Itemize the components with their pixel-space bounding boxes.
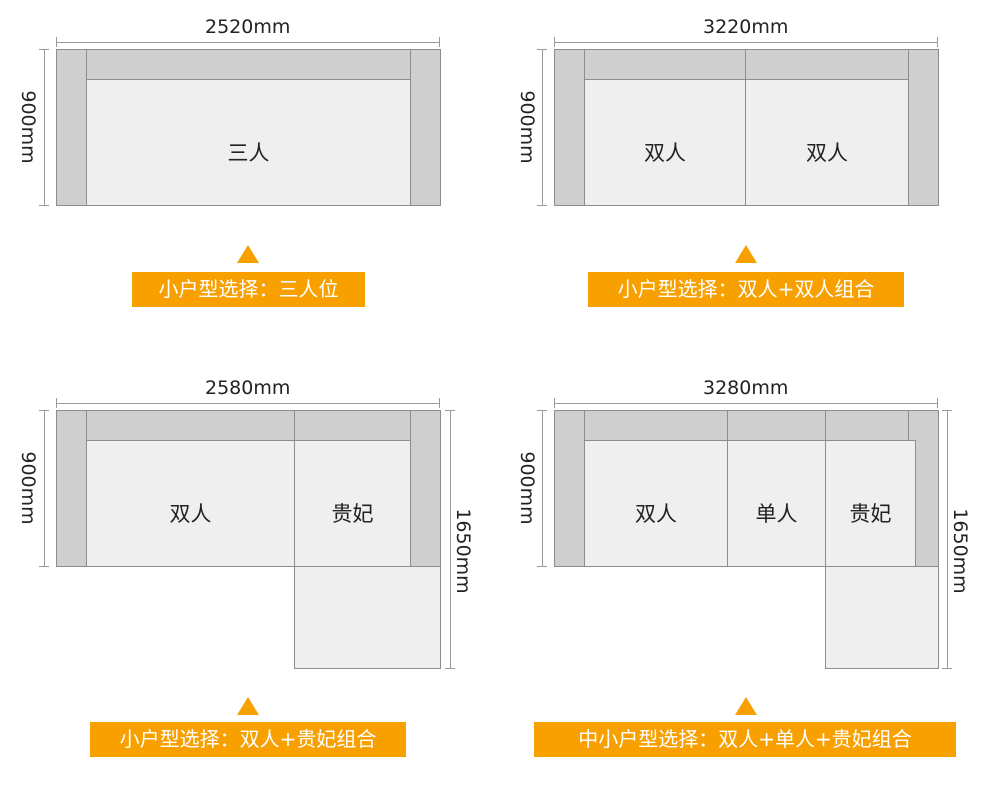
width-dimension-line: [56, 42, 440, 43]
dimension-tick: [445, 410, 455, 411]
dimension-tick: [39, 205, 49, 206]
option-caption: 小户型选择：双人+贵妃组合: [90, 722, 406, 757]
width-dimension-label: 3280mm: [703, 377, 789, 399]
dimension-tick: [537, 205, 547, 206]
width-dimension-line: [554, 403, 938, 404]
pointer-triangle-icon: [237, 245, 259, 263]
depth-dimension-label: 900mm: [516, 451, 538, 525]
dimension-tick: [439, 398, 440, 408]
seat-module-double: 双人: [86, 440, 295, 567]
sofa-left-arm: [56, 49, 87, 206]
width-dimension-label: 3220mm: [703, 16, 789, 38]
depth-dimension-label: 900mm: [516, 90, 538, 164]
seat-module-double: 双人: [584, 440, 728, 567]
seat-module-single: 单人: [727, 440, 826, 567]
dimension-tick: [39, 49, 49, 50]
chaise-extension: [825, 566, 939, 669]
option-caption: 中小户型选择：双人+单人+贵妃组合: [534, 722, 956, 757]
dimension-tick: [439, 37, 440, 47]
length-dimension-line: [947, 410, 948, 669]
sofa-backrest: [745, 49, 909, 80]
depth-dimension-line: [44, 410, 45, 567]
seat-module-double: 双人: [745, 79, 909, 206]
sofa-right-arm: [410, 410, 441, 567]
seat-label: 双人: [169, 502, 212, 526]
seat-module-three: 三人: [86, 79, 411, 206]
dimension-tick: [537, 566, 547, 567]
sofa-backrest: [584, 410, 728, 441]
width-dimension-label: 2520mm: [205, 16, 291, 38]
seat-module-chaise: 贵妃: [825, 440, 916, 567]
sofa-right-arm: [908, 49, 939, 206]
pointer-triangle-icon: [237, 697, 259, 715]
length-dimension-label: 1650mm: [452, 508, 474, 594]
sofa-left-arm: [56, 410, 87, 567]
dimension-tick: [537, 49, 547, 50]
seat-label: 单人: [755, 502, 798, 526]
depth-dimension-line: [542, 49, 543, 206]
dimension-tick: [56, 37, 57, 47]
width-dimension-line: [554, 42, 938, 43]
seat-label: 贵妃: [331, 502, 374, 526]
width-dimension-line: [56, 403, 440, 404]
length-dimension-line: [450, 410, 451, 669]
width-dimension-label: 2580mm: [205, 377, 291, 399]
seat-label: 三人: [227, 141, 270, 165]
seat-label: 贵妃: [849, 502, 892, 526]
option-caption: 小户型选择：三人位: [132, 272, 365, 307]
sofa-backrest: [294, 410, 411, 441]
seat-module-chaise: 贵妃: [294, 440, 411, 567]
dimension-tick: [445, 668, 455, 669]
dimension-tick: [537, 410, 547, 411]
option-caption: 小户型选择：双人+双人组合: [588, 272, 904, 307]
dimension-tick: [942, 410, 952, 411]
pointer-triangle-icon: [735, 245, 757, 263]
sofa-left-arm: [554, 410, 585, 567]
sofa-backrest: [825, 410, 909, 441]
dimension-tick: [39, 410, 49, 411]
dimension-tick: [39, 566, 49, 567]
dimension-tick: [937, 37, 938, 47]
depth-dimension-line: [44, 49, 45, 206]
dimension-tick: [554, 37, 555, 47]
pointer-triangle-icon: [735, 697, 757, 715]
dimension-tick: [942, 668, 952, 669]
sofa-left-arm: [554, 49, 585, 206]
sofa-right-arm: [410, 49, 441, 206]
depth-dimension-label: 900mm: [17, 451, 39, 525]
depth-dimension-label: 900mm: [17, 90, 39, 164]
seat-label: 双人: [635, 502, 677, 526]
sofa-backrest: [727, 410, 826, 441]
sofa-backrest: [584, 49, 746, 80]
dimension-tick: [554, 398, 555, 408]
seat-label: 双人: [644, 141, 686, 165]
dimension-tick: [56, 398, 57, 408]
seat-module-double: 双人: [584, 79, 746, 206]
chaise-extension: [294, 566, 441, 669]
seat-label: 双人: [806, 141, 848, 165]
length-dimension-label: 1650mm: [949, 508, 971, 594]
sofa-backrest: [86, 49, 411, 80]
depth-dimension-line: [542, 410, 543, 567]
dimension-tick: [937, 398, 938, 408]
sofa-backrest: [86, 410, 295, 441]
